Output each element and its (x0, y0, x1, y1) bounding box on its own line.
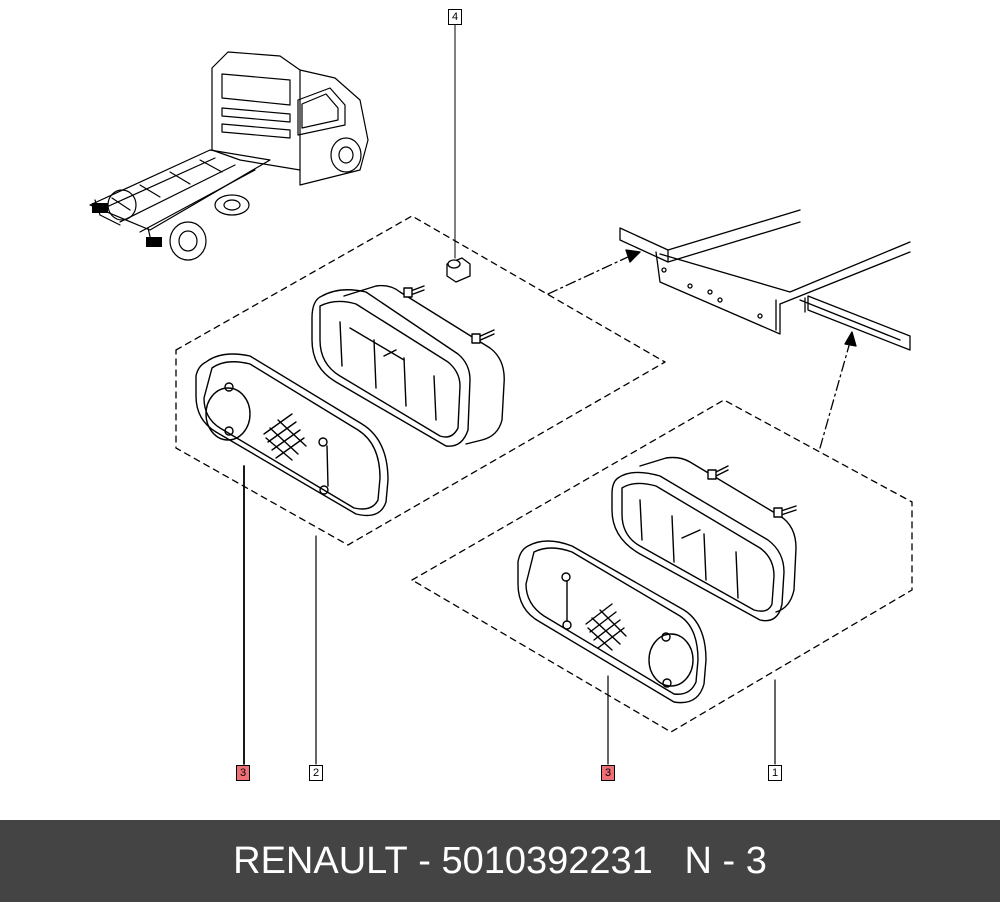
footer-gap (653, 840, 685, 883)
right-lamp-housing (611, 456, 797, 622)
right-lens (517, 540, 707, 704)
left-lens (195, 353, 389, 517)
reference-code: N - 3 (684, 839, 767, 882)
brand-name: RENAULT (233, 839, 408, 882)
assembly-arrows (547, 249, 857, 449)
left-group-outline (175, 215, 666, 546)
leader-lines (243, 465, 776, 765)
right-group-outline (411, 399, 913, 733)
frame-rail (619, 209, 911, 351)
parts-diagram (89, 23, 913, 765)
nut (446, 257, 471, 283)
callout-3-right: 3 (601, 765, 615, 781)
callout-4: 4 (448, 9, 462, 25)
callout-2: 2 (309, 765, 323, 781)
vehicle-thumbnail (89, 51, 369, 261)
footer-separator: - (407, 839, 442, 882)
left-lamp-housing (311, 284, 505, 447)
footer-bar: RENAULT - 5010392231 N - 3 (0, 820, 1000, 902)
part-number: 5010392231 (441, 839, 653, 882)
callout-1: 1 (768, 765, 782, 781)
callout-3-left: 3 (236, 765, 250, 781)
